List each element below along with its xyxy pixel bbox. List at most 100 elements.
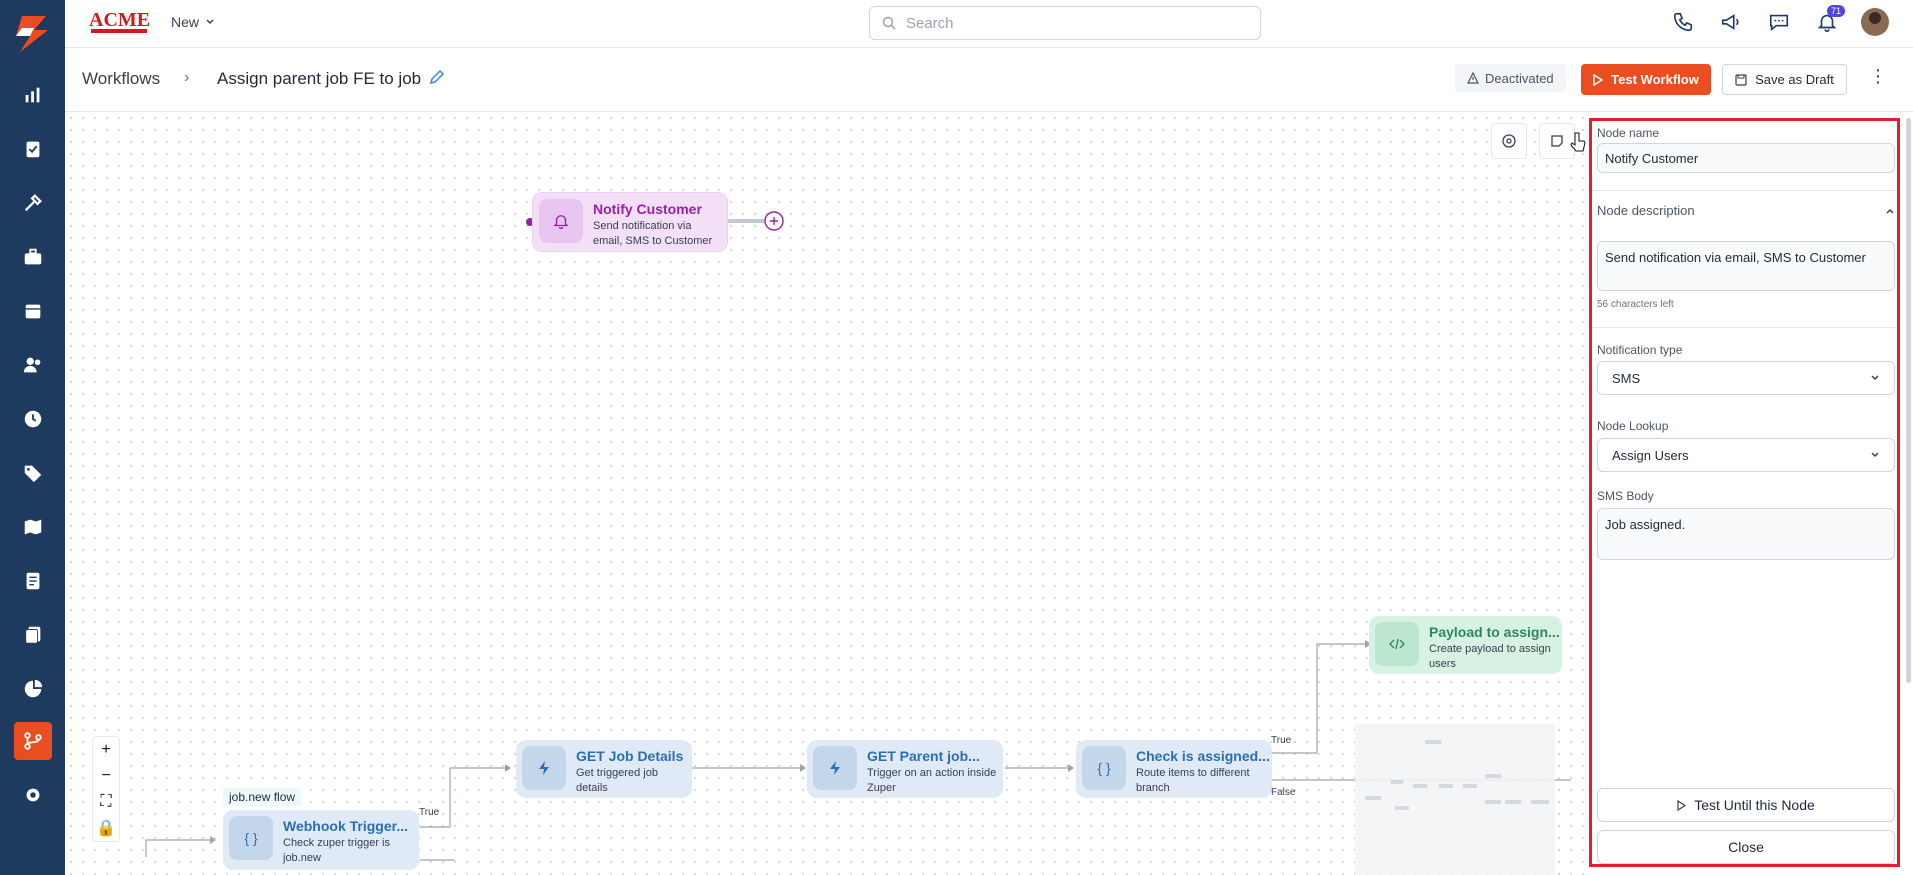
- sidebar-settings-icon[interactable]: [14, 776, 52, 814]
- sidebar-tools-icon[interactable]: [14, 184, 52, 222]
- node-description: Check zuper trigger is job.new: [283, 837, 390, 864]
- test-until-node-label: Test Until this Node: [1694, 797, 1815, 813]
- notification-type-label: Notification type: [1597, 343, 1683, 357]
- test-workflow-button[interactable]: Test Workflow: [1581, 64, 1711, 95]
- notification-badge: 71: [1826, 5, 1845, 17]
- sidebar-dashboard-icon[interactable]: [14, 76, 52, 114]
- phone-icon[interactable]: [1669, 8, 1697, 36]
- node-lookup-select[interactable]: Assign Users: [1597, 438, 1895, 472]
- sidebar: [0, 0, 65, 875]
- sidebar-workflows-icon[interactable]: [14, 722, 52, 760]
- node-get-job-details[interactable]: GET Job Details Get triggered job detail…: [516, 740, 692, 798]
- breadcrumb-separator: ›: [184, 69, 190, 86]
- play-icon: [1677, 799, 1687, 811]
- sticky-note-icon[interactable]: [1539, 123, 1575, 159]
- lightning-icon: [813, 746, 857, 790]
- braces-icon: { }: [1082, 746, 1126, 790]
- sidebar-reports-icon[interactable]: [14, 670, 52, 708]
- close-button[interactable]: Close: [1597, 830, 1895, 864]
- node-title: Webhook Trigger...: [283, 818, 408, 834]
- minimap[interactable]: [1355, 724, 1555, 875]
- lock-button[interactable]: 🔒: [96, 820, 116, 837]
- node-description: Create payload to assign users: [1429, 643, 1551, 670]
- node-description-textarea[interactable]: Send notification via email, SMS to Cust…: [1597, 241, 1895, 291]
- sidebar-tag-icon[interactable]: [14, 454, 52, 492]
- sidebar-briefcase-icon[interactable]: [14, 238, 52, 276]
- search-input[interactable]: Search: [869, 6, 1261, 40]
- top-actions: 71: [1669, 5, 1889, 36]
- test-until-node-button[interactable]: Test Until this Node: [1597, 788, 1895, 822]
- sidebar-documents-icon[interactable]: [14, 616, 52, 654]
- node-payload-assign[interactable]: Payload to assign... Create payload to a…: [1369, 616, 1562, 674]
- edge-label-true: True: [1271, 735, 1292, 746]
- node-title: Notify Customer: [593, 201, 702, 217]
- sidebar-jobs-icon[interactable]: [14, 130, 52, 168]
- acme-logo-icon[interactable]: ACME: [87, 6, 151, 36]
- panel-scrollbar[interactable]: [1906, 118, 1911, 683]
- app-logo-icon[interactable]: [14, 14, 50, 54]
- group-label: job.new flow: [223, 788, 302, 806]
- characters-left: 56 characters left: [1597, 299, 1674, 310]
- node-lookup-label: Node Lookup: [1597, 419, 1669, 433]
- edit-pencil-icon[interactable]: [428, 68, 446, 86]
- avatar[interactable]: [1861, 8, 1889, 36]
- braces-icon: { }: [229, 816, 273, 860]
- node-description: Route items to different branch: [1136, 767, 1250, 794]
- node-lookup-value: Assign Users: [1612, 447, 1689, 463]
- node-check-is-assigned[interactable]: { } Check is assigned... Route items to …: [1076, 740, 1272, 798]
- sms-body-textarea[interactable]: Job assigned.: [1597, 508, 1895, 560]
- node-name-label: Node name: [1597, 126, 1660, 140]
- sidebar-invoice-icon[interactable]: [14, 562, 52, 600]
- node-notify-customer[interactable]: Notify Customer Send notification via em…: [532, 192, 728, 252]
- zoom-out-button[interactable]: −: [101, 767, 111, 784]
- status-badge: Deactivated: [1455, 64, 1566, 92]
- node-description: Get triggered job details: [576, 767, 658, 794]
- fit-view-button[interactable]: ⛶: [100, 793, 112, 810]
- lightning-icon: [522, 746, 566, 790]
- node-title: GET Job Details: [576, 748, 684, 764]
- sidebar-map-icon[interactable]: [14, 508, 52, 546]
- sidebar-clock-icon[interactable]: [14, 400, 52, 438]
- test-workflow-label: Test Workflow: [1611, 72, 1699, 87]
- node-description: Trigger on an action inside Zuper: [867, 767, 997, 794]
- sidebar-calendar-icon[interactable]: [14, 292, 52, 330]
- search-placeholder: Search: [906, 14, 954, 32]
- new-label: New: [171, 14, 200, 30]
- workflow-header: Workflows › Assign parent job FE to job …: [65, 48, 1913, 112]
- zoom-in-button[interactable]: +: [101, 741, 111, 758]
- node-webhook-trigger[interactable]: { } Webhook Trigger... Check zuper trigg…: [223, 810, 419, 870]
- edge-label-true: True: [419, 807, 440, 818]
- chevron-down-icon: [1871, 375, 1879, 381]
- megaphone-icon[interactable]: [1717, 8, 1745, 36]
- zoom-controls: + − ⛶ 🔒: [92, 736, 120, 842]
- sidebar-users-icon[interactable]: [14, 346, 52, 384]
- search-icon: [882, 16, 896, 30]
- node-name-input[interactable]: Notify Customer: [1597, 143, 1895, 173]
- chevron-up-icon[interactable]: [1885, 206, 1895, 216]
- more-options-icon[interactable]: ⋮: [1869, 66, 1887, 86]
- save-as-draft-button[interactable]: Save as Draft: [1722, 64, 1847, 95]
- new-dropdown-button[interactable]: New: [171, 14, 215, 30]
- top-bar: ACME New Search 71: [65, 0, 1913, 48]
- node-title: Payload to assign...: [1429, 624, 1560, 640]
- close-label: Close: [1728, 839, 1764, 855]
- code-icon: [1375, 622, 1419, 666]
- node-get-parent-job[interactable]: GET Parent job... Trigger on an action i…: [807, 740, 1003, 798]
- canvas-settings-icon[interactable]: [1491, 123, 1527, 159]
- bell-icon: [539, 199, 583, 243]
- svg-text:ACME: ACME: [89, 9, 150, 31]
- notification-type-select[interactable]: SMS: [1597, 361, 1895, 395]
- node-description-section[interactable]: Node description: [1597, 203, 1895, 218]
- chevron-down-icon: [1871, 452, 1879, 458]
- node-title: Check is assigned...: [1136, 748, 1270, 764]
- divider: [1592, 190, 1897, 191]
- breadcrumb-workflows-link[interactable]: Workflows: [82, 69, 161, 88]
- status-label: Deactivated: [1485, 70, 1554, 86]
- chat-icon[interactable]: [1765, 8, 1793, 36]
- workflow-canvas[interactable]: Notify Customer Send notification via em…: [65, 112, 1587, 875]
- warning-icon: [1467, 72, 1479, 84]
- bell-icon[interactable]: 71: [1813, 5, 1845, 36]
- cursor-icon: [1570, 132, 1586, 152]
- sms-body-label: SMS Body: [1597, 489, 1654, 503]
- page-title: Assign parent job FE to job: [217, 69, 422, 88]
